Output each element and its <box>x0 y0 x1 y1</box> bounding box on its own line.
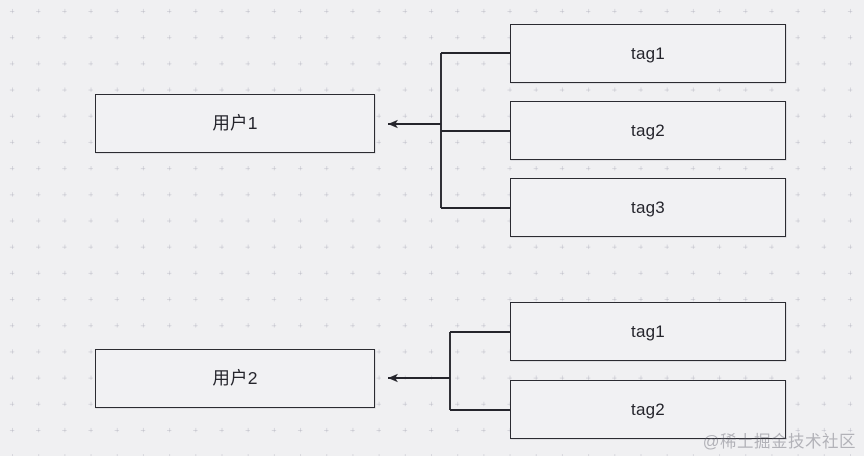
node-user1-tag3[interactable]: tag3 <box>510 178 786 237</box>
node-user1-label: 用户1 <box>212 112 258 133</box>
node-user1-tag2-label: tag2 <box>631 121 665 140</box>
node-user2-label: 用户2 <box>212 367 258 388</box>
node-user1-tag1-label: tag1 <box>631 44 665 63</box>
node-user2[interactable]: 用户2 <box>95 349 375 408</box>
node-user1-tag1[interactable]: tag1 <box>510 24 786 83</box>
node-user1-tag2[interactable]: tag2 <box>510 101 786 160</box>
node-user2-tag2-label: tag2 <box>631 400 665 419</box>
connector-user2 <box>388 331 510 411</box>
node-user1-tag3-label: tag3 <box>631 198 665 217</box>
node-user2-tag2[interactable]: tag2 <box>510 380 786 439</box>
node-user2-tag1-label: tag1 <box>631 322 665 341</box>
connector-user1 <box>388 52 510 209</box>
node-user2-tag1[interactable]: tag1 <box>510 302 786 361</box>
node-user1[interactable]: 用户1 <box>95 94 375 153</box>
